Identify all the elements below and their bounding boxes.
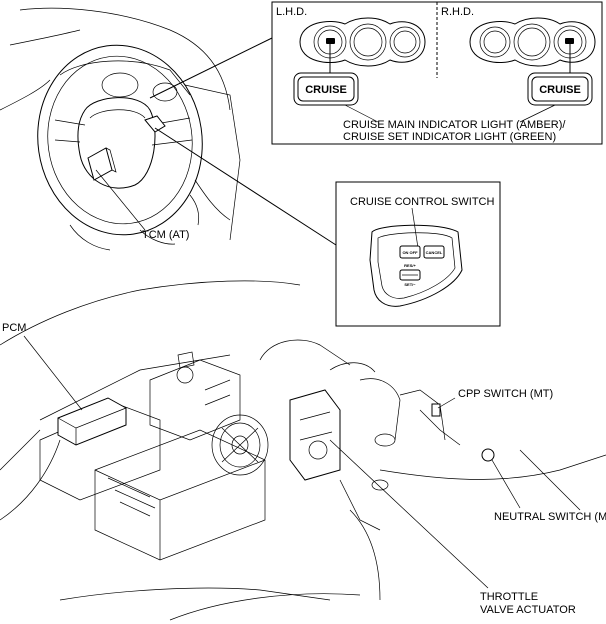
neutral-switch	[481, 448, 495, 462]
lhd-gauge-cluster	[299, 17, 426, 67]
throttle-valve-actuator	[289, 389, 341, 481]
throttle-label-line1: THROTTLE	[480, 591, 538, 603]
lhd-heading: L.H.D.	[276, 6, 307, 18]
steering-wheel-illustration	[0, 7, 241, 251]
indicator-caption-line2: CRUISE SET INDICATOR LIGHT (GREEN)	[343, 131, 556, 143]
leader-pcm	[23, 335, 83, 411]
cancel-button	[423, 245, 445, 259]
leader-tcm	[95, 169, 146, 231]
cpp-switch-label: CPP SWITCH (MT)	[458, 388, 553, 400]
cancel-button-label: CANCEL	[426, 250, 443, 255]
engine-bay-illustration	[0, 280, 606, 621]
leader-neutral-switch	[491, 459, 521, 509]
cruise-switch-box: CRUISE CONTROL SWITCH ON OFF CANCEL RES/…	[335, 181, 501, 327]
throttle-label-line2: VALVE ACTUATOR	[480, 604, 576, 616]
leader-wheel-to-switch	[154, 127, 337, 246]
cruise-switch-title: CRUISE CONTROL SWITCH	[350, 196, 494, 208]
leader-cpp-switch	[437, 397, 456, 409]
rhd-heading: R.H.D.	[441, 6, 474, 18]
tcm-label: TCM (AT)	[142, 229, 189, 241]
indicator-panel-box: L.H.D. R.H.D. CRUISE	[271, 1, 603, 145]
on-off-button	[399, 245, 421, 259]
rhd-gauge-cluster	[469, 17, 596, 67]
cpp-switch	[431, 403, 441, 417]
rhd-cruise-label: CRUISE	[539, 84, 581, 96]
set-label: SET/−	[404, 282, 416, 287]
leader-wheel-to-indicator	[149, 37, 273, 99]
lhd-cruise-label: CRUISE	[305, 84, 347, 96]
resume-label: RES/+	[404, 263, 416, 268]
on-off-button-label: ON OFF	[402, 250, 418, 255]
indicator-caption-line1: CRUISE MAIN INDICATOR LIGHT (AMBER)/	[343, 119, 566, 131]
lhd-cruise-badge: CRUISE	[293, 44, 359, 106]
rhd-cruise-badge: CRUISE	[527, 44, 593, 106]
lhd-indicator-lamp-icon	[326, 38, 335, 44]
pcm-label: PCM	[2, 322, 26, 334]
rhd-indicator-lamp-icon	[565, 38, 574, 44]
leader-throttle	[329, 439, 489, 589]
cruise-switch-frame	[335, 181, 501, 327]
neutral-switch-label: NEUTRAL SWITCH (MT)	[494, 511, 606, 523]
